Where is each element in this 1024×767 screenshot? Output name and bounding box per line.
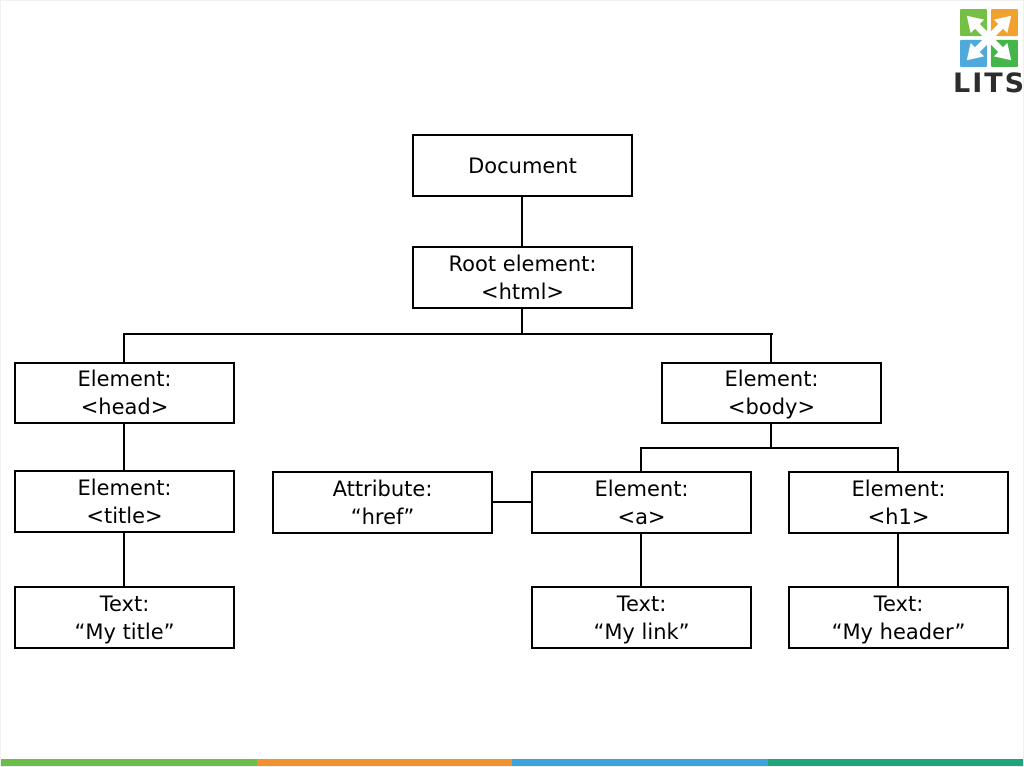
node-text-my-header: Text: “My header” [788, 586, 1009, 649]
connector-branch-root-children [123, 333, 773, 335]
lits-logo-text: LITS [953, 68, 1024, 99]
node-element-h1: Element: <h1> [788, 471, 1009, 534]
lits-logo-icon [960, 9, 1018, 67]
node-attribute-href: Attribute: “href” [272, 471, 493, 534]
lits-logo: LITS [953, 7, 1024, 99]
footer-bar-segment-green [1, 759, 257, 766]
node-root-label: Root element: [448, 251, 597, 276]
connector-branch-body-children [640, 447, 899, 449]
node-element-head: Element: <head> [14, 362, 235, 424]
connector-branch-body [770, 333, 772, 362]
connector-branch-a [640, 447, 642, 471]
node-text-my-title: Text: “My title” [14, 586, 235, 649]
node-body-value: <body> [727, 395, 816, 419]
node-body-label: Element: [724, 367, 819, 391]
footer-bar-segment-orange [256, 759, 512, 766]
node-attr-value: “href” [350, 504, 415, 529]
logo-arrow-diagonal [966, 15, 1012, 61]
node-title-label: Element: [77, 475, 172, 500]
node-element-body: Element: <body> [661, 362, 882, 424]
node-root-value: <html> [480, 279, 565, 304]
node-text-link-label: Text: [616, 591, 667, 616]
connector-title-text [123, 533, 125, 586]
node-text-title-value: “My title” [74, 619, 175, 644]
node-text-link-value: “My link” [593, 619, 690, 644]
node-title-value: <title> [86, 503, 163, 528]
node-a-label: Element: [594, 476, 689, 501]
node-element-a: Element: <a> [531, 471, 752, 534]
node-element-title: Element: <title> [14, 470, 235, 533]
node-text-header-value: “My header” [831, 619, 966, 644]
connector-head-title [123, 424, 125, 470]
connector-h1-text [897, 534, 899, 586]
node-h1-value: <h1> [867, 504, 930, 529]
connector-attribute-a [493, 501, 531, 503]
node-text-my-link: Text: “My link” [531, 586, 752, 649]
connector-branch-head [123, 333, 125, 362]
footer-bar-segment-blue [512, 759, 768, 766]
node-a-value: <a> [617, 504, 666, 529]
node-root-element-html: Root element: <html> [412, 246, 633, 309]
connector-a-text [640, 534, 642, 586]
footer-color-bar [1, 759, 1023, 766]
connector-branch-h1 [897, 447, 899, 471]
connector-root-branch [521, 309, 523, 335]
node-h1-label: Element: [851, 476, 946, 501]
node-head-label: Element: [77, 367, 172, 391]
connector-body-branch [770, 424, 772, 449]
node-document: Document [412, 134, 633, 197]
connector-document-root [521, 197, 523, 246]
node-text-title-label: Text: [99, 591, 150, 616]
node-document-label: Document [468, 153, 577, 178]
node-text-header-label: Text: [873, 591, 924, 616]
footer-bar-segment-teal [767, 759, 1023, 766]
node-attr-label: Attribute: [332, 476, 433, 501]
node-head-value: <head> [80, 395, 169, 419]
